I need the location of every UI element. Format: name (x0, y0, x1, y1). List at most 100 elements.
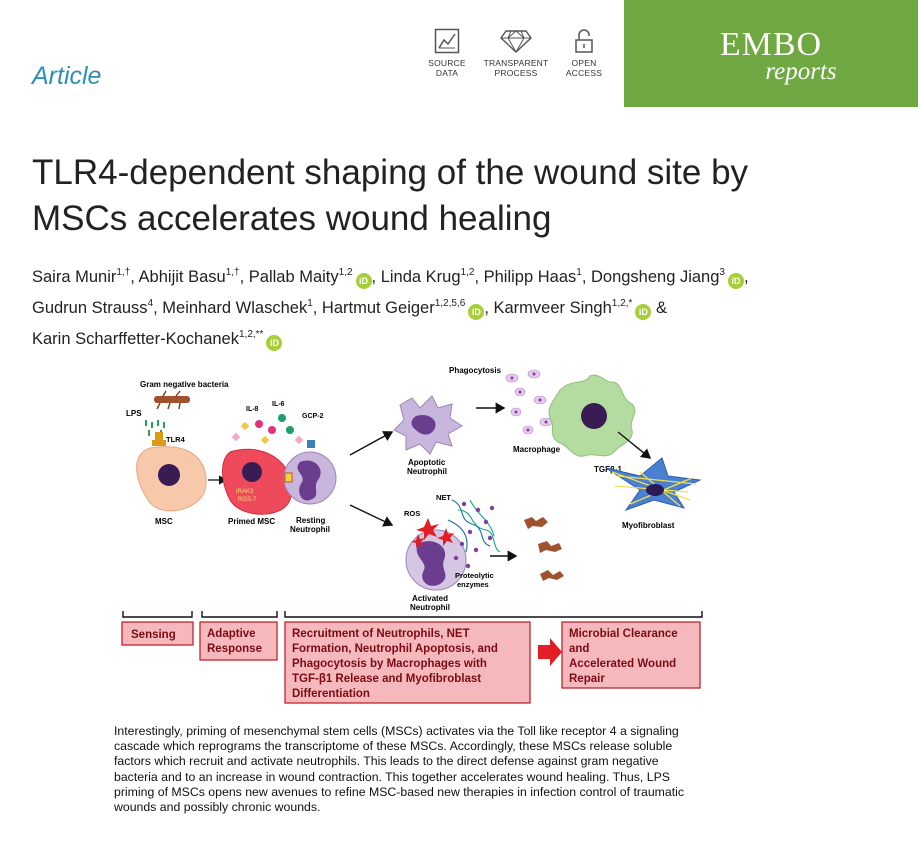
primed-msc-nucleus (242, 462, 262, 482)
stage-box-recruitment (284, 621, 531, 704)
binding-site-icon (284, 472, 293, 483)
primed-msc-cell (222, 448, 293, 515)
badge-label: PROCESS (494, 68, 538, 78)
author[interactable]: Pallab Maity1,2iD, (249, 268, 381, 289)
author[interactable]: Hartmut Geiger1,2,5,6iD, (322, 299, 494, 320)
il6-label: IL-6 (272, 401, 285, 408)
stage-outcome-line: and (569, 643, 589, 655)
net-label: NET (436, 493, 451, 502)
lps-label: LPS (126, 409, 142, 418)
author[interactable]: Meinhard Wlaschek1, (162, 298, 322, 318)
process-arrow (349, 431, 394, 456)
msc-nucleus (158, 464, 180, 486)
apoptotic-fragments-icon (505, 369, 553, 435)
stage-box-outcome (561, 621, 701, 689)
title-line: MSCs accelerates wound healing (32, 199, 552, 238)
stage-sensing-label: Sensing (131, 629, 176, 641)
rgs7-label: RGS-7 (238, 497, 257, 503)
orcid-icon[interactable]: iD (727, 273, 744, 289)
stage-recruitment-line: Phagocytosis by Macrophages with (292, 658, 487, 670)
orcid-icon[interactable]: iD (468, 304, 485, 320)
proteolytic-label-line1: Proteolytic (455, 571, 494, 580)
badge-label: OPEN (571, 58, 597, 68)
macrophage-label: Macrophage (513, 445, 561, 454)
gcp2-label: GCP-2 (302, 413, 324, 420)
open-access-badge[interactable]: OPEN ACCESS (549, 28, 619, 78)
author[interactable]: Saira Munir1,†, (32, 267, 139, 287)
journal-name: EMBO (719, 26, 823, 63)
stage-brackets (122, 611, 703, 618)
author[interactable]: Karin Scharffetter-Kochanek1,2,**iD (32, 330, 283, 351)
irak3-label: IRAK3 (236, 489, 254, 495)
proteolytic-label-line2: enzymes (457, 580, 489, 589)
stage-outcome-line: Repair (569, 673, 605, 685)
activated-label-line2: Neutrophil (410, 603, 450, 612)
gram-negative-label: Gram negative bacteria (140, 380, 229, 389)
author[interactable]: Gudrun Strauss4, (32, 298, 163, 318)
ros-label: ROS (404, 509, 420, 518)
red-arrow-icon (538, 638, 562, 666)
apoptotic-label-line2: Neutrophil (407, 467, 447, 476)
apoptotic-neutrophil-nucleus (411, 414, 436, 435)
source-data-icon (434, 28, 460, 54)
process-arrow (617, 431, 652, 459)
ros-burst-icon (411, 518, 454, 548)
activated-label-line1: Activated (412, 594, 448, 603)
stage-adaptive-label-line1: Adaptive (207, 628, 256, 640)
article-type-label: Article (32, 62, 102, 90)
resting-neutrophil-nucleus (297, 460, 321, 501)
stage-recruitment-line: Formation, Neutrophil Apoptosis, and (292, 643, 498, 655)
badge-label: DATA (435, 68, 459, 78)
tlr4-label: TLR4 (166, 435, 186, 444)
stage-adaptive-label-line2: Response (207, 643, 262, 655)
author[interactable]: Karmveer Singh1,2,*iD & (493, 299, 667, 320)
proteolytic-enzymes-icon (453, 501, 495, 569)
resting-label-line2: Neutrophil (290, 525, 330, 534)
synopsis-text: Interestingly, priming of mesenchymal st… (114, 724, 685, 815)
orcid-icon[interactable]: iD (355, 273, 372, 289)
il8-label: IL-8 (246, 406, 259, 413)
source-data-badge[interactable]: SOURCE DATA (412, 28, 482, 78)
myofibroblast-nucleus (646, 484, 664, 496)
dead-bacteria-icon (524, 517, 564, 581)
phagocytosis-label: Phagocytosis (449, 366, 502, 375)
process-arrow (349, 504, 394, 527)
msc-label: MSC (155, 517, 173, 526)
primed-msc-label: Primed MSC (228, 517, 275, 526)
article-title: TLR4-dependent shaping of the wound site… (32, 150, 892, 242)
author[interactable]: Dongsheng Jiang3iD, (591, 268, 749, 289)
author[interactable]: Abhijit Basu1,†, (138, 267, 249, 287)
macrophage-nucleus (581, 403, 607, 429)
diamond-icon (500, 30, 532, 54)
author[interactable]: Linda Krug1,2, (380, 267, 484, 287)
journal-subtitle: reports (765, 58, 837, 85)
title-line: TLR4-dependent shaping of the wound site… (32, 153, 749, 192)
stage-recruitment-line: TGF-β1 Release and Myofibroblast (292, 673, 481, 685)
apoptotic-label-line1: Apoptotic (408, 458, 446, 467)
transparent-process-badge[interactable]: TRANSPARENT PROCESS (481, 28, 551, 78)
activated-neutrophil-nucleus (416, 541, 446, 586)
myofibroblast-label: Myofibroblast (622, 521, 675, 530)
stage-box-adaptive (199, 621, 278, 661)
orcid-icon[interactable]: iD (635, 304, 652, 320)
gcp2-receptor-icon (307, 440, 315, 448)
journal-logo[interactable]: EMBO reports (624, 0, 918, 107)
bacteria-icon (154, 390, 190, 410)
resting-label-line1: Resting (296, 516, 325, 525)
tlr4-receptor-icon (152, 432, 166, 446)
author-list: Saira Munir1,†, Abhijit Basu1,†, Pallab … (32, 262, 892, 355)
badge-label: TRANSPARENT (483, 58, 549, 68)
cytokine-molecules-icon (231, 414, 304, 445)
stage-recruitment-line: Differentiation (292, 688, 370, 700)
badge-label: SOURCE (428, 58, 466, 68)
badge-label: ACCESS (565, 68, 603, 78)
author[interactable]: Philipp Haas1, (483, 267, 591, 287)
net-fibers-icon (447, 499, 501, 553)
open-lock-icon (575, 29, 593, 53)
stage-recruitment-line: Recruitment of Neutrophils, NET (292, 628, 470, 640)
synopsis-figure: Gram negative bacteria LPS TLR4 MSC IL-8… (121, 366, 703, 704)
stage-outcome-line: Microbial Clearance (569, 628, 678, 640)
stage-box-sensing (121, 621, 194, 646)
orcid-icon[interactable]: iD (266, 335, 283, 351)
stage-outcome-line: Accelerated Wound (569, 658, 676, 670)
